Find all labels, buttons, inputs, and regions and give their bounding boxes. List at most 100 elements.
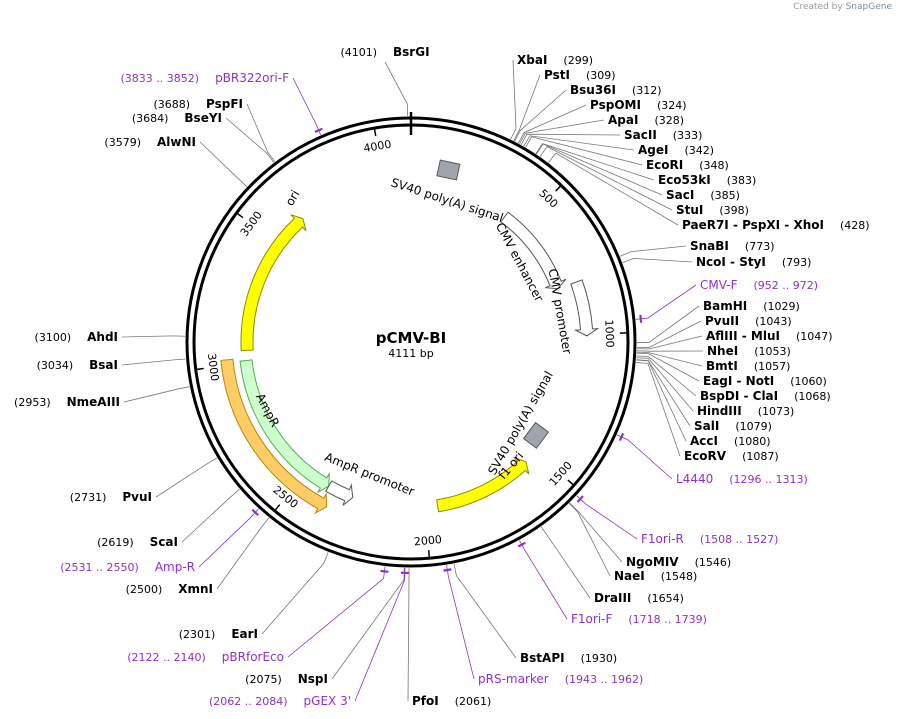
site-label-bstapi[interactable]: BstAPI (1930) [520, 647, 617, 666]
primer-binding-mark [618, 432, 625, 442]
primer-label-prs-marker[interactable]: pRS-marker (1943 .. 1962) [478, 668, 643, 687]
site-label-bamhi[interactable]: BamHI (1029) [703, 295, 800, 314]
site-name: NspI [298, 672, 328, 686]
primer-label-pgex-3[interactable]: (2062 .. 2084) pGEX 3' [209, 690, 351, 709]
site-label-bmti[interactable]: BmtI (1057) [706, 355, 790, 374]
site-label-sacii[interactable]: SacII (333) [624, 124, 702, 143]
site-position: (2075) [245, 673, 282, 686]
ori-feature[interactable] [240, 214, 307, 352]
site-leader-line [261, 552, 329, 635]
site-name: EcoRV [684, 449, 727, 463]
site-position: (1073) [758, 405, 795, 418]
site-leader-line [536, 143, 663, 196]
site-name: ScaI [150, 535, 178, 549]
primer-leader-line [446, 565, 475, 680]
site-position: (1079) [735, 420, 772, 433]
site-position: (428) [840, 219, 870, 232]
site-label-pfoi[interactable]: PfoI (2061) [412, 690, 491, 709]
site-label-bspdi-clai[interactable]: BspDI - ClaI (1068) [700, 385, 831, 404]
site-label-ncoi-styi[interactable]: NcoI - StyI (793) [696, 251, 811, 270]
site-name: StuI [676, 203, 703, 217]
site-label-saci[interactable]: SacI (385) [666, 184, 740, 203]
site-position: (1930) [581, 652, 618, 665]
site-label-xbai[interactable]: XbaI (299) [517, 49, 593, 68]
label-leader-lines [121, 59, 704, 702]
sv40-polya-right-feature[interactable] [522, 421, 550, 449]
site-label-naei[interactable]: NaeI (1548) [614, 565, 697, 584]
site-label-scai[interactable]: (2619) ScaI [97, 531, 178, 550]
primer-position: (2062 .. 2084) [209, 695, 288, 708]
site-label-afliii-mlui[interactable]: AflIII - MluI (1047) [706, 325, 833, 344]
site-leader-line [518, 104, 587, 144]
site-position: (1060) [790, 375, 827, 388]
site-label-draiii[interactable]: DraIII (1654) [594, 587, 684, 606]
site-label-nspi[interactable]: (2075) NspI [245, 668, 328, 687]
site-label-bsrgi[interactable]: (4101) BsrGI [340, 41, 429, 60]
site-position: (383) [727, 174, 757, 187]
site-leader-line [331, 567, 405, 680]
site-label-nmeaiii[interactable]: (2953) NmeAIII [14, 391, 120, 410]
site-leader-line [121, 335, 186, 338]
site-label-ecorv[interactable]: EcoRV (1087) [684, 445, 779, 464]
site-label-psti[interactable]: PstI (309) [544, 64, 616, 83]
primer-label-pbr322ori-f[interactable]: (3833 .. 3852) pBR322ori-F [121, 67, 290, 86]
site-position: (3579) [104, 136, 141, 149]
snapgene-credit: Created by SnapGene [793, 2, 892, 12]
sv40-polya-top-label: SV40 poly(A) signal [389, 175, 505, 225]
amp-r-feature[interactable] [239, 359, 330, 493]
features [220, 159, 600, 515]
primer-position: (2122 .. 2140) [127, 651, 206, 664]
tick-mark [373, 128, 377, 137]
site-leader-line [121, 358, 186, 366]
site-label-pvui[interactable]: (2731) PvuI [70, 486, 152, 505]
site-label-acci[interactable]: AccI (1080) [690, 430, 771, 449]
f1-ori-feature[interactable] [436, 456, 530, 513]
site-label-ahdi[interactable]: (3100) AhdI [35, 326, 118, 345]
sv40-polya-top-feature[interactable] [436, 159, 461, 181]
site-label-eco53ki[interactable]: Eco53kI (383) [658, 169, 756, 188]
site-label-pvuii[interactable]: PvuII (1043) [705, 310, 792, 329]
site-leader-line [155, 457, 218, 498]
site-label-agei[interactable]: AgeI (342) [638, 139, 714, 158]
site-label-pspfi[interactable]: (3688) PspFI [153, 93, 243, 112]
primer-binding-mark [639, 314, 643, 323]
site-label-nhei[interactable]: NheI (1053) [707, 340, 791, 359]
cmv-promoter-feature[interactable] [570, 279, 600, 337]
site-label-snabi[interactable]: SnaBI (773) [690, 235, 775, 254]
site-label-bseyi[interactable]: (3684) BseYI [132, 107, 222, 126]
site-position: (1029) [763, 300, 800, 313]
site-name: PstI [544, 68, 570, 82]
site-label-bsai[interactable]: (3034) BsaI [37, 354, 118, 373]
site-label-ngomiv[interactable]: NgoMIV (1546) [626, 551, 731, 570]
site-label-eagi-noti[interactable]: EagI - NotI (1060) [703, 370, 827, 389]
site-leader-line [636, 351, 703, 367]
primer-label-cmv-f[interactable]: CMV-F (952 .. 972) [700, 274, 818, 293]
primer-name: F1ori-R [641, 532, 684, 546]
primer-label-l4440[interactable]: L4440 (1296 .. 1313) [676, 468, 808, 487]
tick-label: 4000 [363, 138, 393, 156]
tick-mark [555, 185, 562, 192]
site-label-ecori[interactable]: EcoRI (348) [646, 154, 729, 173]
site-leader-line [636, 359, 687, 442]
site-label-hindiii[interactable]: HindIII (1073) [697, 400, 794, 419]
tick-mark [567, 479, 574, 486]
primer-label-f1ori-r[interactable]: F1ori-R (1508 .. 1527) [641, 528, 778, 547]
primer-name: pGEX 3' [304, 694, 351, 708]
site-leader-line [520, 133, 621, 145]
site-label-xmni[interactable]: (2500) XmnI [126, 578, 213, 597]
site-label-stui[interactable]: StuI (398) [676, 199, 749, 218]
site-label-alwni[interactable]: (3579) AlwNI [104, 131, 196, 150]
site-label-apai[interactable]: ApaI (328) [608, 109, 684, 128]
site-label-bsu36i[interactable]: Bsu36I (312) [570, 79, 662, 98]
site-label-sali[interactable]: SalI (1079) [694, 415, 772, 434]
site-leader-line [216, 517, 270, 590]
primer-label-amp-r[interactable]: (2531 .. 2550) Amp-R [60, 556, 195, 575]
cmv-enhancer-feature[interactable] [500, 211, 567, 290]
ampr-promoter-feature[interactable] [325, 480, 354, 506]
primer-label-f1ori-f[interactable]: F1ori-F (1718 .. 1739) [571, 608, 707, 627]
site-label-pspomi[interactable]: PspOMI (324) [590, 94, 687, 113]
site-leader-line [636, 357, 694, 412]
site-label-paer7i-pspxi-xhoi[interactable]: PaeR7I - PspXI - XhoI (428) [682, 214, 870, 233]
primer-label-pbrforeco[interactable]: (2122 .. 2140) pBRforEco [127, 646, 284, 665]
site-label-eari[interactable]: (2301) EarI [179, 623, 258, 642]
